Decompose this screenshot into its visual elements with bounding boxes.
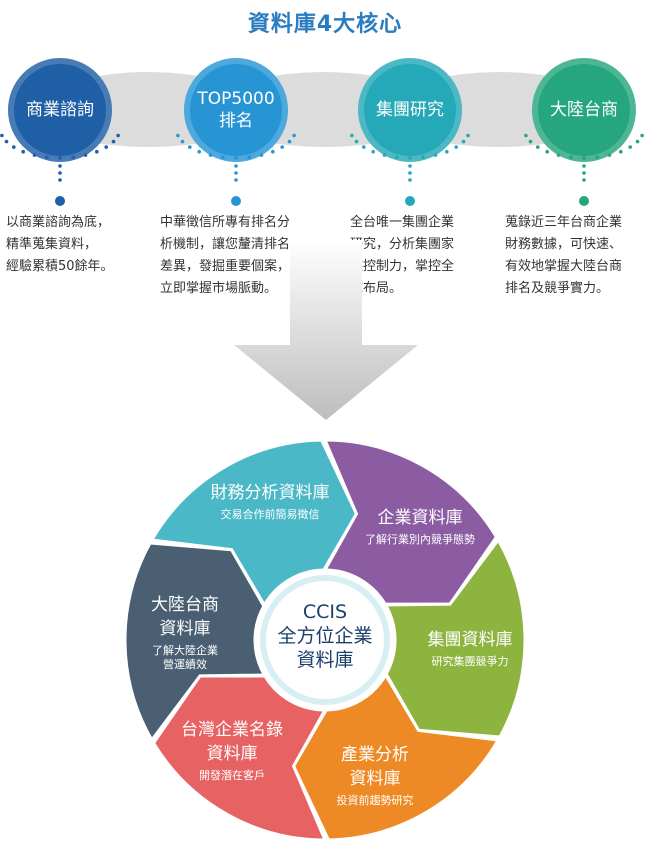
- wheel-segment-title: 集團資料庫: [428, 630, 513, 650]
- pillar-dotted-connector: [176, 133, 296, 206]
- wheel-segment-title: 財務分析資料庫: [211, 483, 330, 503]
- pillar-circle-3: 集團研究: [358, 58, 462, 162]
- wheel-segment-5: [151, 674, 328, 842]
- pillar-label: TOP5000: [197, 89, 275, 109]
- pillar-dotted-connector: [524, 133, 644, 206]
- wheel-segment-6: [123, 541, 267, 743]
- wheel-segment-subtitle: 研究集團競爭力: [432, 654, 509, 668]
- center-circle: [260, 575, 390, 705]
- wheel-segment-subtitle: 投資前趨勢研究: [337, 793, 414, 807]
- pillar-description-line: 立即掌握市場脈動。: [160, 281, 278, 296]
- wheel-segment-1: [149, 438, 359, 608]
- pillar-description-line: 族控制力，掌控全: [350, 259, 455, 274]
- pillar-description-line: 研究，分析集團家: [350, 237, 455, 252]
- wheel-segment-title: 資料庫: [207, 744, 258, 764]
- pillar-description: 中華徵信所專有排名分析機制，讓您釐清排名差異，發掘重要個案， 立即掌握市場脈動。: [160, 212, 290, 300]
- wheel-segment-3: [383, 537, 527, 739]
- pillar-description-line: 全台唯一集團企業: [350, 215, 455, 230]
- wheel-segment-2: [322, 438, 499, 606]
- pillar-description-line: 差異，發掘重要個案，: [160, 259, 291, 274]
- wheel-segment-title: 企業資料庫: [378, 508, 463, 528]
- pillar-dotted-connector: [0, 133, 120, 206]
- center-label: 資料庫: [296, 649, 353, 671]
- wheel-segment-subtitle: 了解大陸企業: [152, 643, 218, 657]
- pillar-description-line: 財務數據，可快速、: [505, 237, 623, 252]
- wheel-segment-4: [291, 672, 501, 842]
- pillar-description-line: 中華徵信所專有排名分: [160, 215, 291, 230]
- pillar-description-line: 析機制，讓您釐清排名: [160, 237, 291, 252]
- pillar-label: 大陸台商: [550, 100, 618, 120]
- center-label: 全方位企業: [277, 625, 372, 647]
- wheel-segment-title: 產業分析: [341, 745, 409, 765]
- pillar-description-line: 有效地掌握大陸台商: [505, 259, 623, 274]
- wheel-segment-subtitle: 交易合作前簡易徵信: [221, 507, 320, 521]
- pillar-description: 全台唯一集團企業研究，分析集團家族控制力，掌控全球布局。: [350, 212, 454, 300]
- center-label: CCIS: [303, 601, 347, 623]
- wheel-segment-title: 資料庫: [350, 769, 401, 789]
- wheel-segment-subtitle: 開發潛在客戶: [199, 768, 265, 782]
- pillar-description: 蒐錄近三年台商企業財務數據，可快速、有效地掌握大陸台商排名及競爭實力。: [505, 212, 622, 300]
- wheel-segment-subtitle: 了解行業別內競爭態勢: [365, 532, 475, 546]
- pillar-description: 以商業諮詢為底， 精準蒐集資料， 經驗累積50餘年。: [6, 212, 114, 278]
- pillar-description-line: 以商業諮詢為底，: [6, 215, 111, 230]
- pillar-description-line: 排名及競爭實力。: [505, 281, 610, 296]
- pillar-label: 商業諮詢: [26, 100, 94, 120]
- pillar-circle-4: 大陸台商: [532, 58, 636, 162]
- wheel-segment-title: 大陸台商: [151, 595, 219, 615]
- pillar-circle-1: 商業諮詢: [8, 58, 112, 162]
- pillar-label: 集團研究: [376, 100, 444, 120]
- wheel-segment-title: 資料庫: [160, 619, 211, 639]
- page-title: 資料庫4大核心: [247, 12, 403, 37]
- pillar-description-line: 球布局。: [350, 281, 403, 296]
- wheel-segment-subtitle: 營運績效: [163, 657, 207, 671]
- pillar-description-line: 蒐錄近三年台商企業: [505, 215, 623, 230]
- pillar-label: 排名: [219, 111, 253, 131]
- pillar-description-line: 經驗累積50餘年。: [6, 259, 114, 274]
- pillar-description-line: 精準蒐集資料，: [6, 237, 98, 252]
- wheel-segment-title: 台灣企業名錄: [181, 720, 283, 740]
- pillar-dotted-connector: [350, 133, 470, 206]
